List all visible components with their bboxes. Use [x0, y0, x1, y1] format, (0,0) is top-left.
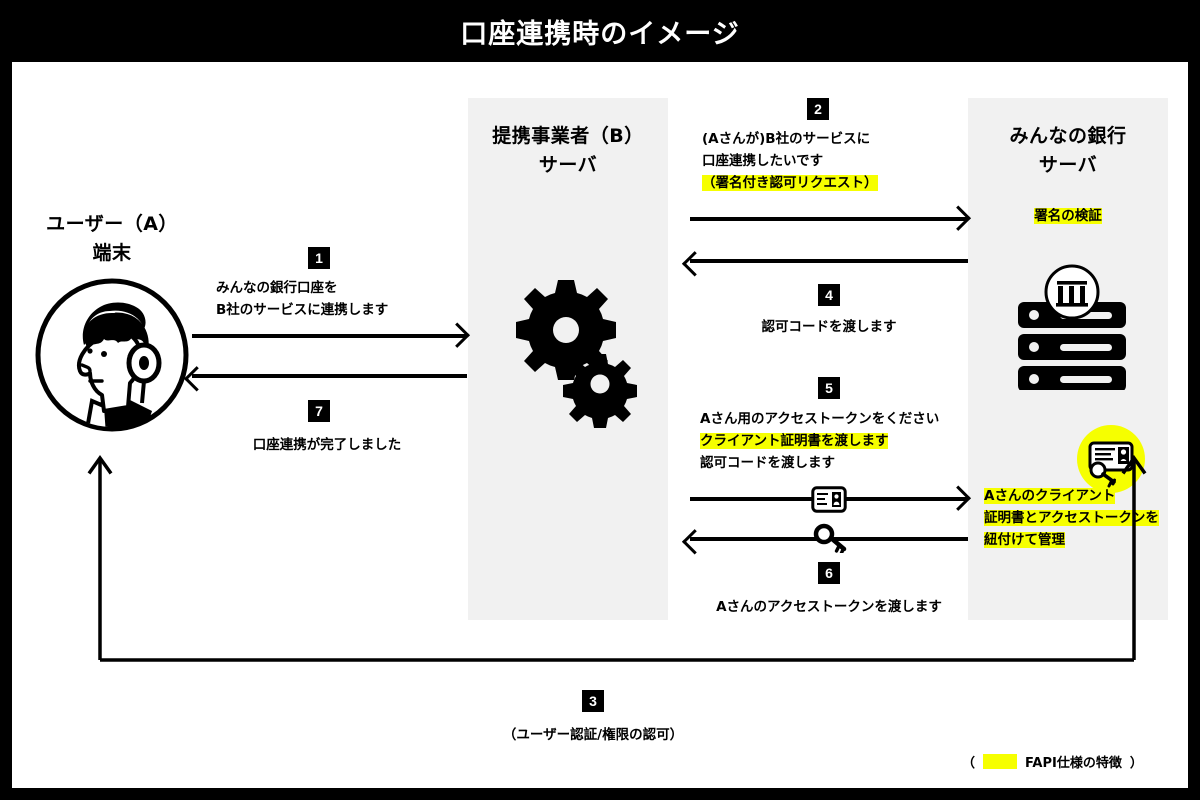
id-card-key-badge	[1076, 424, 1146, 494]
key-icon	[812, 521, 848, 553]
step-badge-5: 5	[818, 377, 840, 399]
bank-note-manage-line-1: 証明書とアクセストークンを	[984, 509, 1159, 526]
step-4-message: 認可コードを渡します	[669, 317, 989, 339]
arrow-head-right-icon	[444, 322, 470, 348]
actor-partner-sub: サーバ	[538, 153, 598, 176]
bank-note-manage-line-2: 紐付けて管理	[984, 531, 1065, 548]
step-2-message: (Aさんが)B社のサービスに 口座連携したいです （署名付き認可リクエスト）	[702, 129, 878, 195]
step-7-line-0: 口座連携が完了しました	[252, 437, 402, 453]
legend-color-swatch	[983, 754, 1018, 769]
step-4-arrow	[681, 251, 968, 277]
step-1-message: みんなの銀行口座を B社のサービスに連携します	[216, 278, 388, 322]
step-2-line-1: 口座連携したいです	[702, 152, 824, 169]
step-4-line-0: 認可コードを渡します	[761, 319, 897, 335]
legend-open-paren: （	[962, 756, 976, 771]
actor-label-user: ユーザー（A） 端末	[22, 210, 202, 267]
step-badge-6: 6	[818, 562, 840, 584]
legend-label: FAPI仕様の特徴	[1025, 756, 1122, 771]
step-1-line-0: みんなの銀行口座を	[216, 280, 338, 296]
step-1-arrow	[192, 322, 470, 348]
bank-columns-icon	[1044, 264, 1100, 320]
actor-user-sub: 端末	[92, 241, 132, 264]
bank-note-manage-line-0: Aさんのクライアント	[984, 488, 1116, 504]
id-card-key-icon	[1088, 441, 1134, 488]
step-5-line-2: 認可コードを渡します	[700, 454, 835, 471]
arrow-shaft	[192, 334, 467, 338]
step-badge-3: 3	[582, 690, 604, 712]
step-1-line-1: B社のサービスに連携します	[216, 301, 389, 318]
step-3-line-0: （ユーザー認証/権限の認可）	[502, 727, 684, 743]
arrow-head-left-icon	[681, 251, 708, 277]
arrow-shaft	[690, 259, 968, 263]
title-bar: 口座連携時のイメージ	[0, 0, 1200, 62]
step-3-arrow	[87, 432, 1148, 662]
step-5-message: Aさん用のアクセストークンをください クライアント証明書を渡します 認可コードを…	[700, 409, 939, 475]
bank-note-manage: Aさんのクライアント 証明書とアクセストークンを 紐付けて管理	[984, 486, 1159, 552]
step-5-line-0: Aさん用のアクセストークンをください	[700, 411, 940, 427]
step-2-line-2: （署名付き認可リクエスト）	[702, 174, 878, 191]
step-3-message: （ユーザー認証/権限の認可）	[433, 725, 753, 747]
page-title: 口座連携時のイメージ	[460, 18, 740, 50]
actor-bank-name: みんなの銀行	[1009, 125, 1127, 147]
diagram-canvas: ユーザー（A） 端末	[12, 62, 1188, 788]
step-6-message: Aさんのアクセストークンを渡します	[669, 597, 989, 619]
user-avatar-icon	[32, 275, 192, 435]
arrow-shaft	[690, 217, 968, 221]
bank-note-verify: 署名の検証	[968, 206, 1168, 228]
step-badge-4: 4	[818, 284, 840, 306]
bank-note-verify-text: 署名の検証	[1034, 208, 1102, 224]
partner-server-panel: 提携事業者（B） サーバ	[468, 98, 668, 620]
step-5-line-1: クライアント証明書を渡します	[700, 432, 889, 449]
step-badge-7: 7	[308, 400, 330, 422]
legend-close-paren: ）	[1129, 756, 1143, 771]
actor-bank-sub: サーバ	[1038, 153, 1098, 176]
legend: （ FAPI仕様の特徴 ）	[962, 752, 1143, 771]
step-7-message: 口座連携が完了しました	[167, 435, 487, 457]
actor-user-name: ユーザー（A）	[46, 213, 178, 235]
server-rack-icon	[1012, 264, 1132, 390]
id-card-icon	[811, 486, 847, 513]
step-badge-2: 2	[807, 98, 829, 120]
step-6-line-0: Aさんのアクセストークンを渡します	[716, 599, 942, 615]
arrow-shaft	[192, 374, 467, 378]
actor-partner-name: 提携事業者（B）	[492, 125, 644, 147]
step-2-line-0: (Aさんが)B社のサービスに	[702, 131, 871, 147]
partner-panel-title: 提携事業者（B） サーバ	[468, 122, 668, 179]
step-7-arrow	[183, 366, 467, 392]
gears-icon	[496, 270, 646, 430]
arrow-head-right-icon	[945, 205, 971, 231]
bank-panel-title: みんなの銀行 サーバ	[968, 122, 1168, 179]
step-badge-1: 1	[308, 247, 330, 269]
step-2-arrow	[690, 205, 971, 231]
